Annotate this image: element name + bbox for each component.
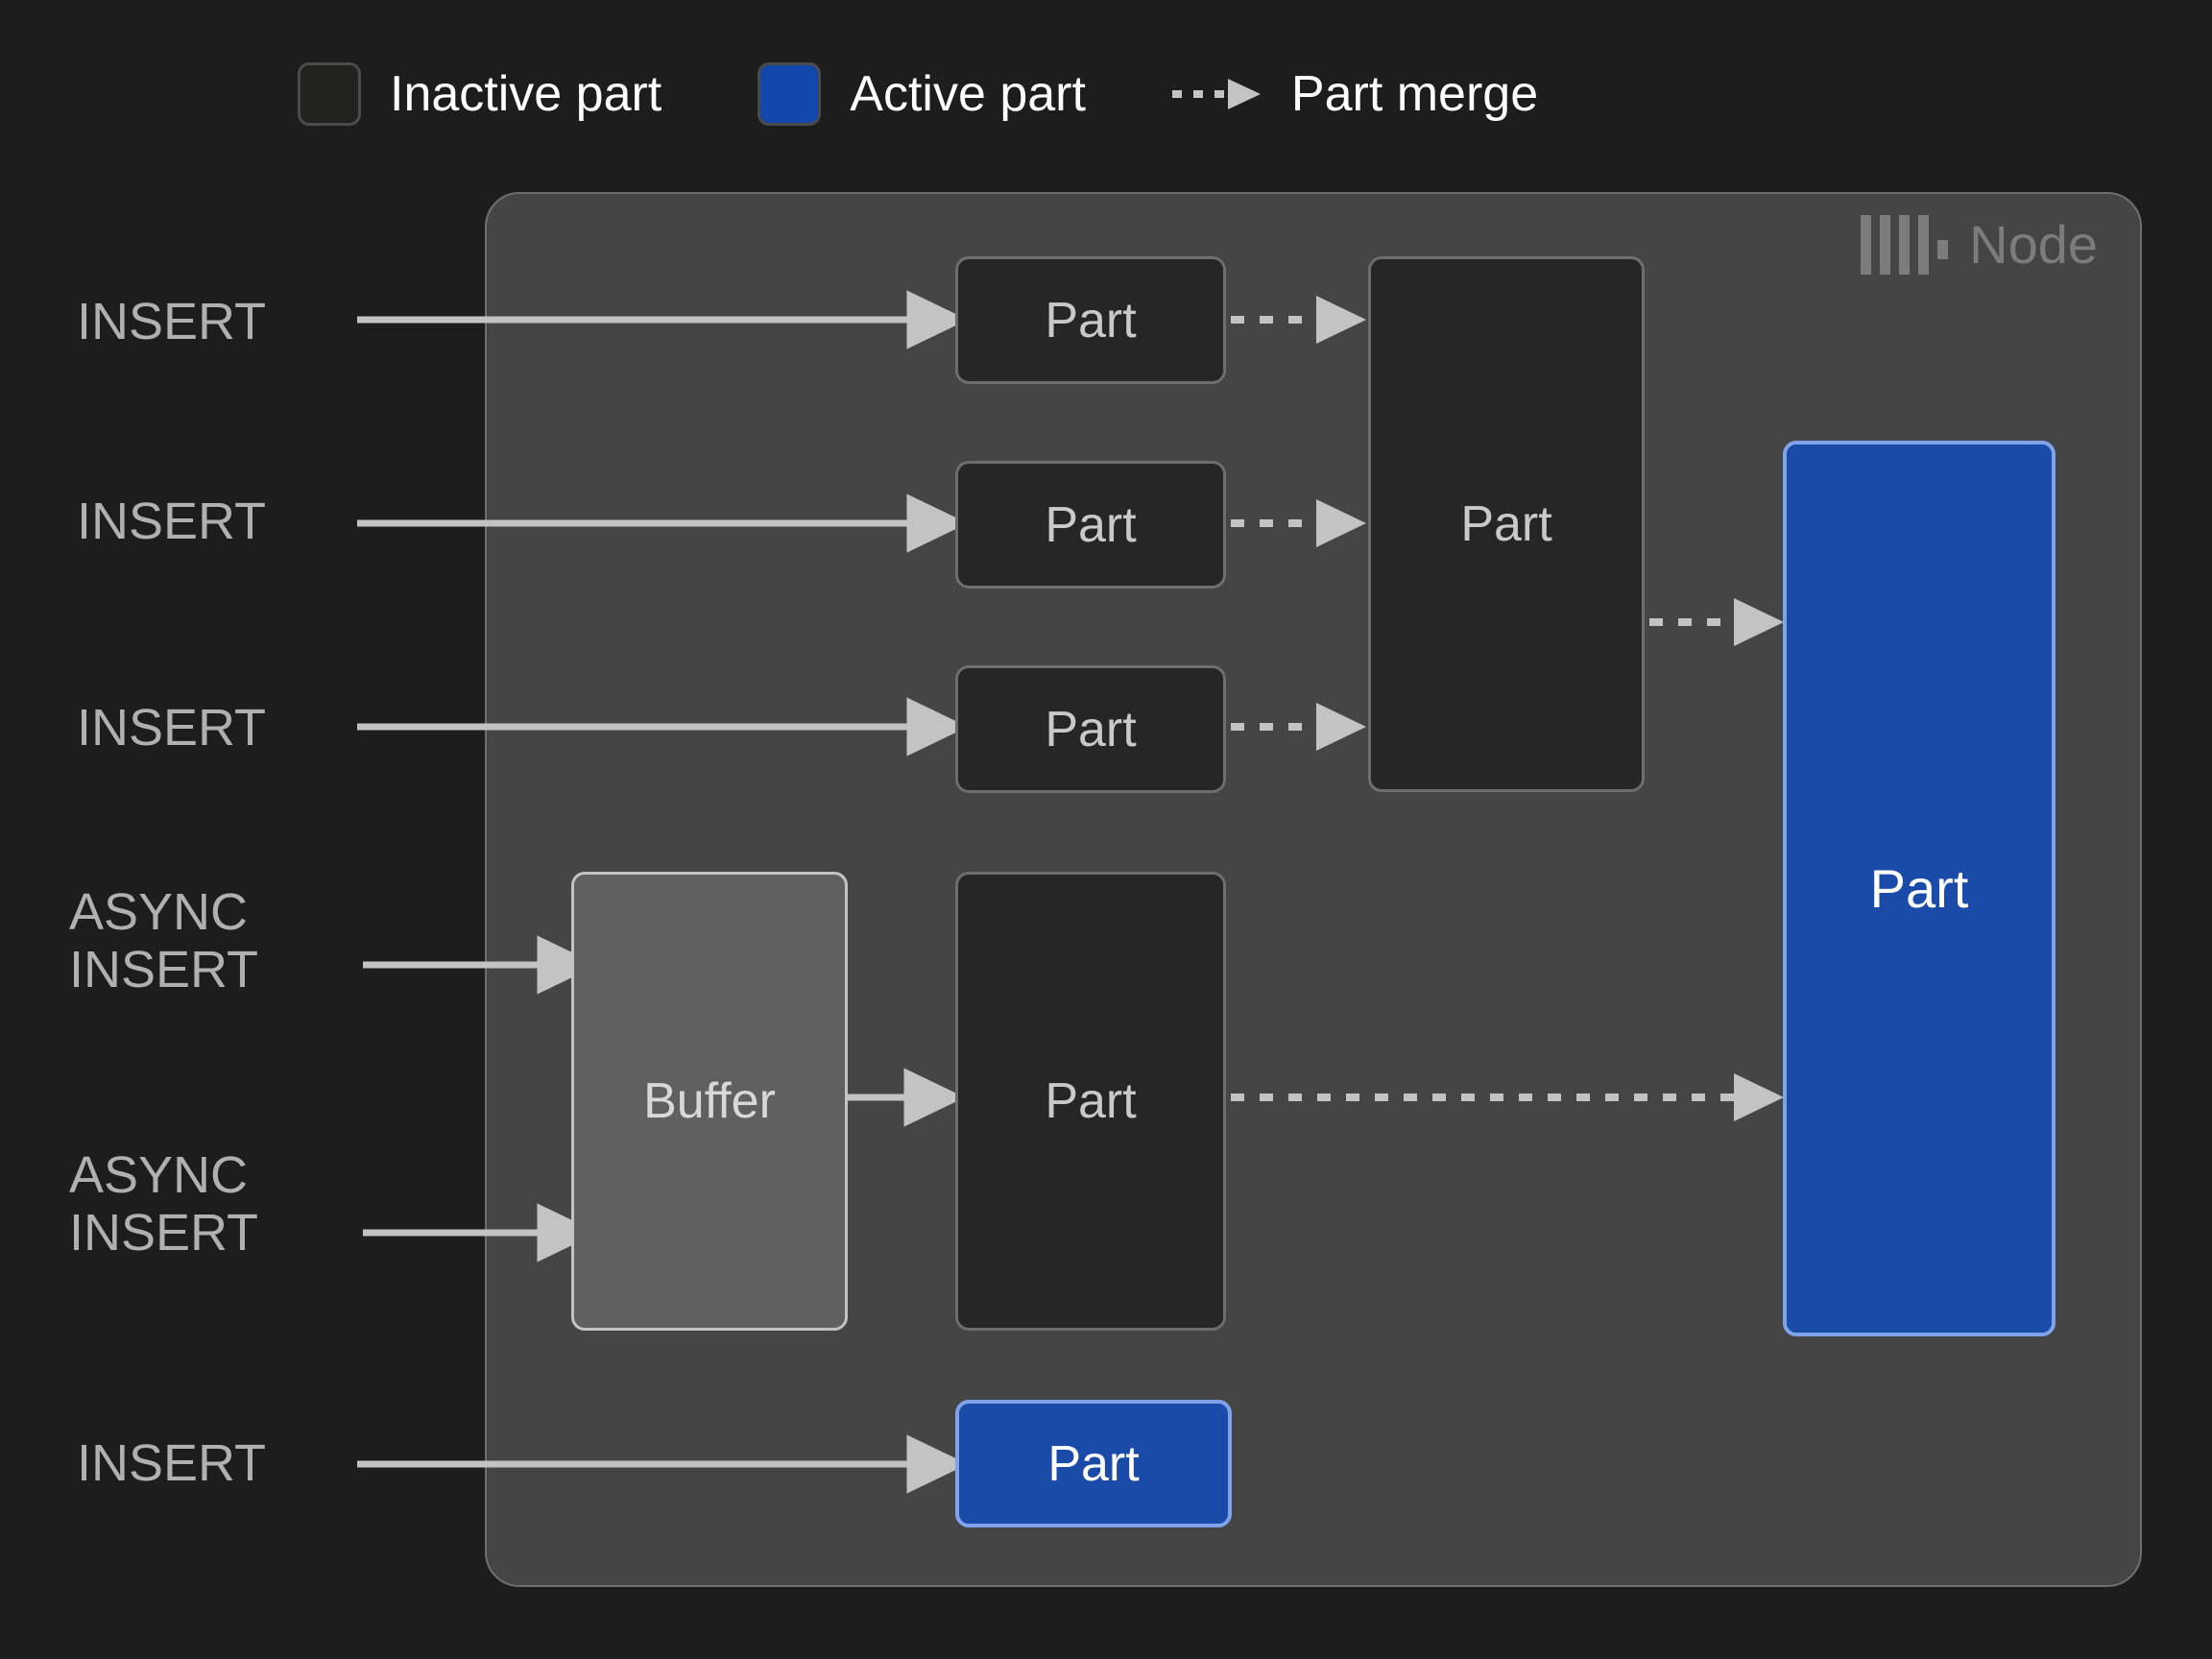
clickhouse-logo-icon: [1861, 215, 1949, 275]
logo-bar: [1861, 215, 1872, 275]
input-label-insert-4: INSERT: [77, 1434, 267, 1492]
legend-item-part-merge: Part merge: [1170, 65, 1538, 123]
node-label: Node: [1969, 214, 2098, 275]
legend-label-active-part: Active part: [850, 66, 1086, 122]
part-box-final[interactable]: Part: [1783, 441, 2056, 1336]
part-box-new-label: Part: [1047, 1435, 1140, 1492]
legend-label-part-merge: Part merge: [1290, 66, 1539, 122]
logo-bar: [1880, 215, 1891, 275]
part-box-buffered[interactable]: Part: [955, 872, 1226, 1331]
legend: Inactive part Active part Part merge: [298, 56, 1538, 132]
legend-item-active-part: Active part: [757, 62, 1086, 126]
logo-bar: [1899, 215, 1911, 275]
buffer-box[interactable]: Buffer: [571, 872, 848, 1331]
part-box-1[interactable]: Part: [955, 256, 1226, 384]
part-box-merged-label: Part: [1460, 496, 1552, 552]
part-box-final-label: Part: [1869, 857, 1969, 919]
logo-dot: [1937, 240, 1949, 259]
part-box-3[interactable]: Part: [955, 665, 1226, 793]
legend-item-inactive-part: Inactive part: [298, 62, 661, 126]
inactive-part-swatch-icon: [298, 62, 361, 126]
part-box-1-label: Part: [1045, 292, 1137, 349]
part-box-merged[interactable]: Part: [1368, 256, 1645, 792]
part-box-2-label: Part: [1045, 496, 1137, 553]
input-label-insert-1: INSERT: [77, 293, 267, 350]
logo-bar: [1918, 215, 1930, 275]
input-label-insert-3: INSERT: [77, 699, 267, 757]
input-label-async-insert-1: ASYNC INSERT: [69, 883, 259, 998]
node-tag: Node: [1861, 215, 2098, 275]
part-box-2[interactable]: Part: [955, 461, 1226, 589]
input-label-async-insert-2: ASYNC INSERT: [69, 1146, 259, 1262]
part-box-buffered-label: Part: [1045, 1073, 1137, 1129]
dashed-arrow-icon: [1170, 75, 1262, 113]
part-box-3-label: Part: [1045, 701, 1137, 757]
active-part-swatch-icon: [757, 62, 822, 126]
buffer-box-label: Buffer: [643, 1073, 776, 1129]
part-box-new[interactable]: Part: [955, 1400, 1232, 1527]
input-label-insert-2: INSERT: [77, 493, 267, 550]
legend-label-inactive-part: Inactive part: [390, 66, 662, 122]
